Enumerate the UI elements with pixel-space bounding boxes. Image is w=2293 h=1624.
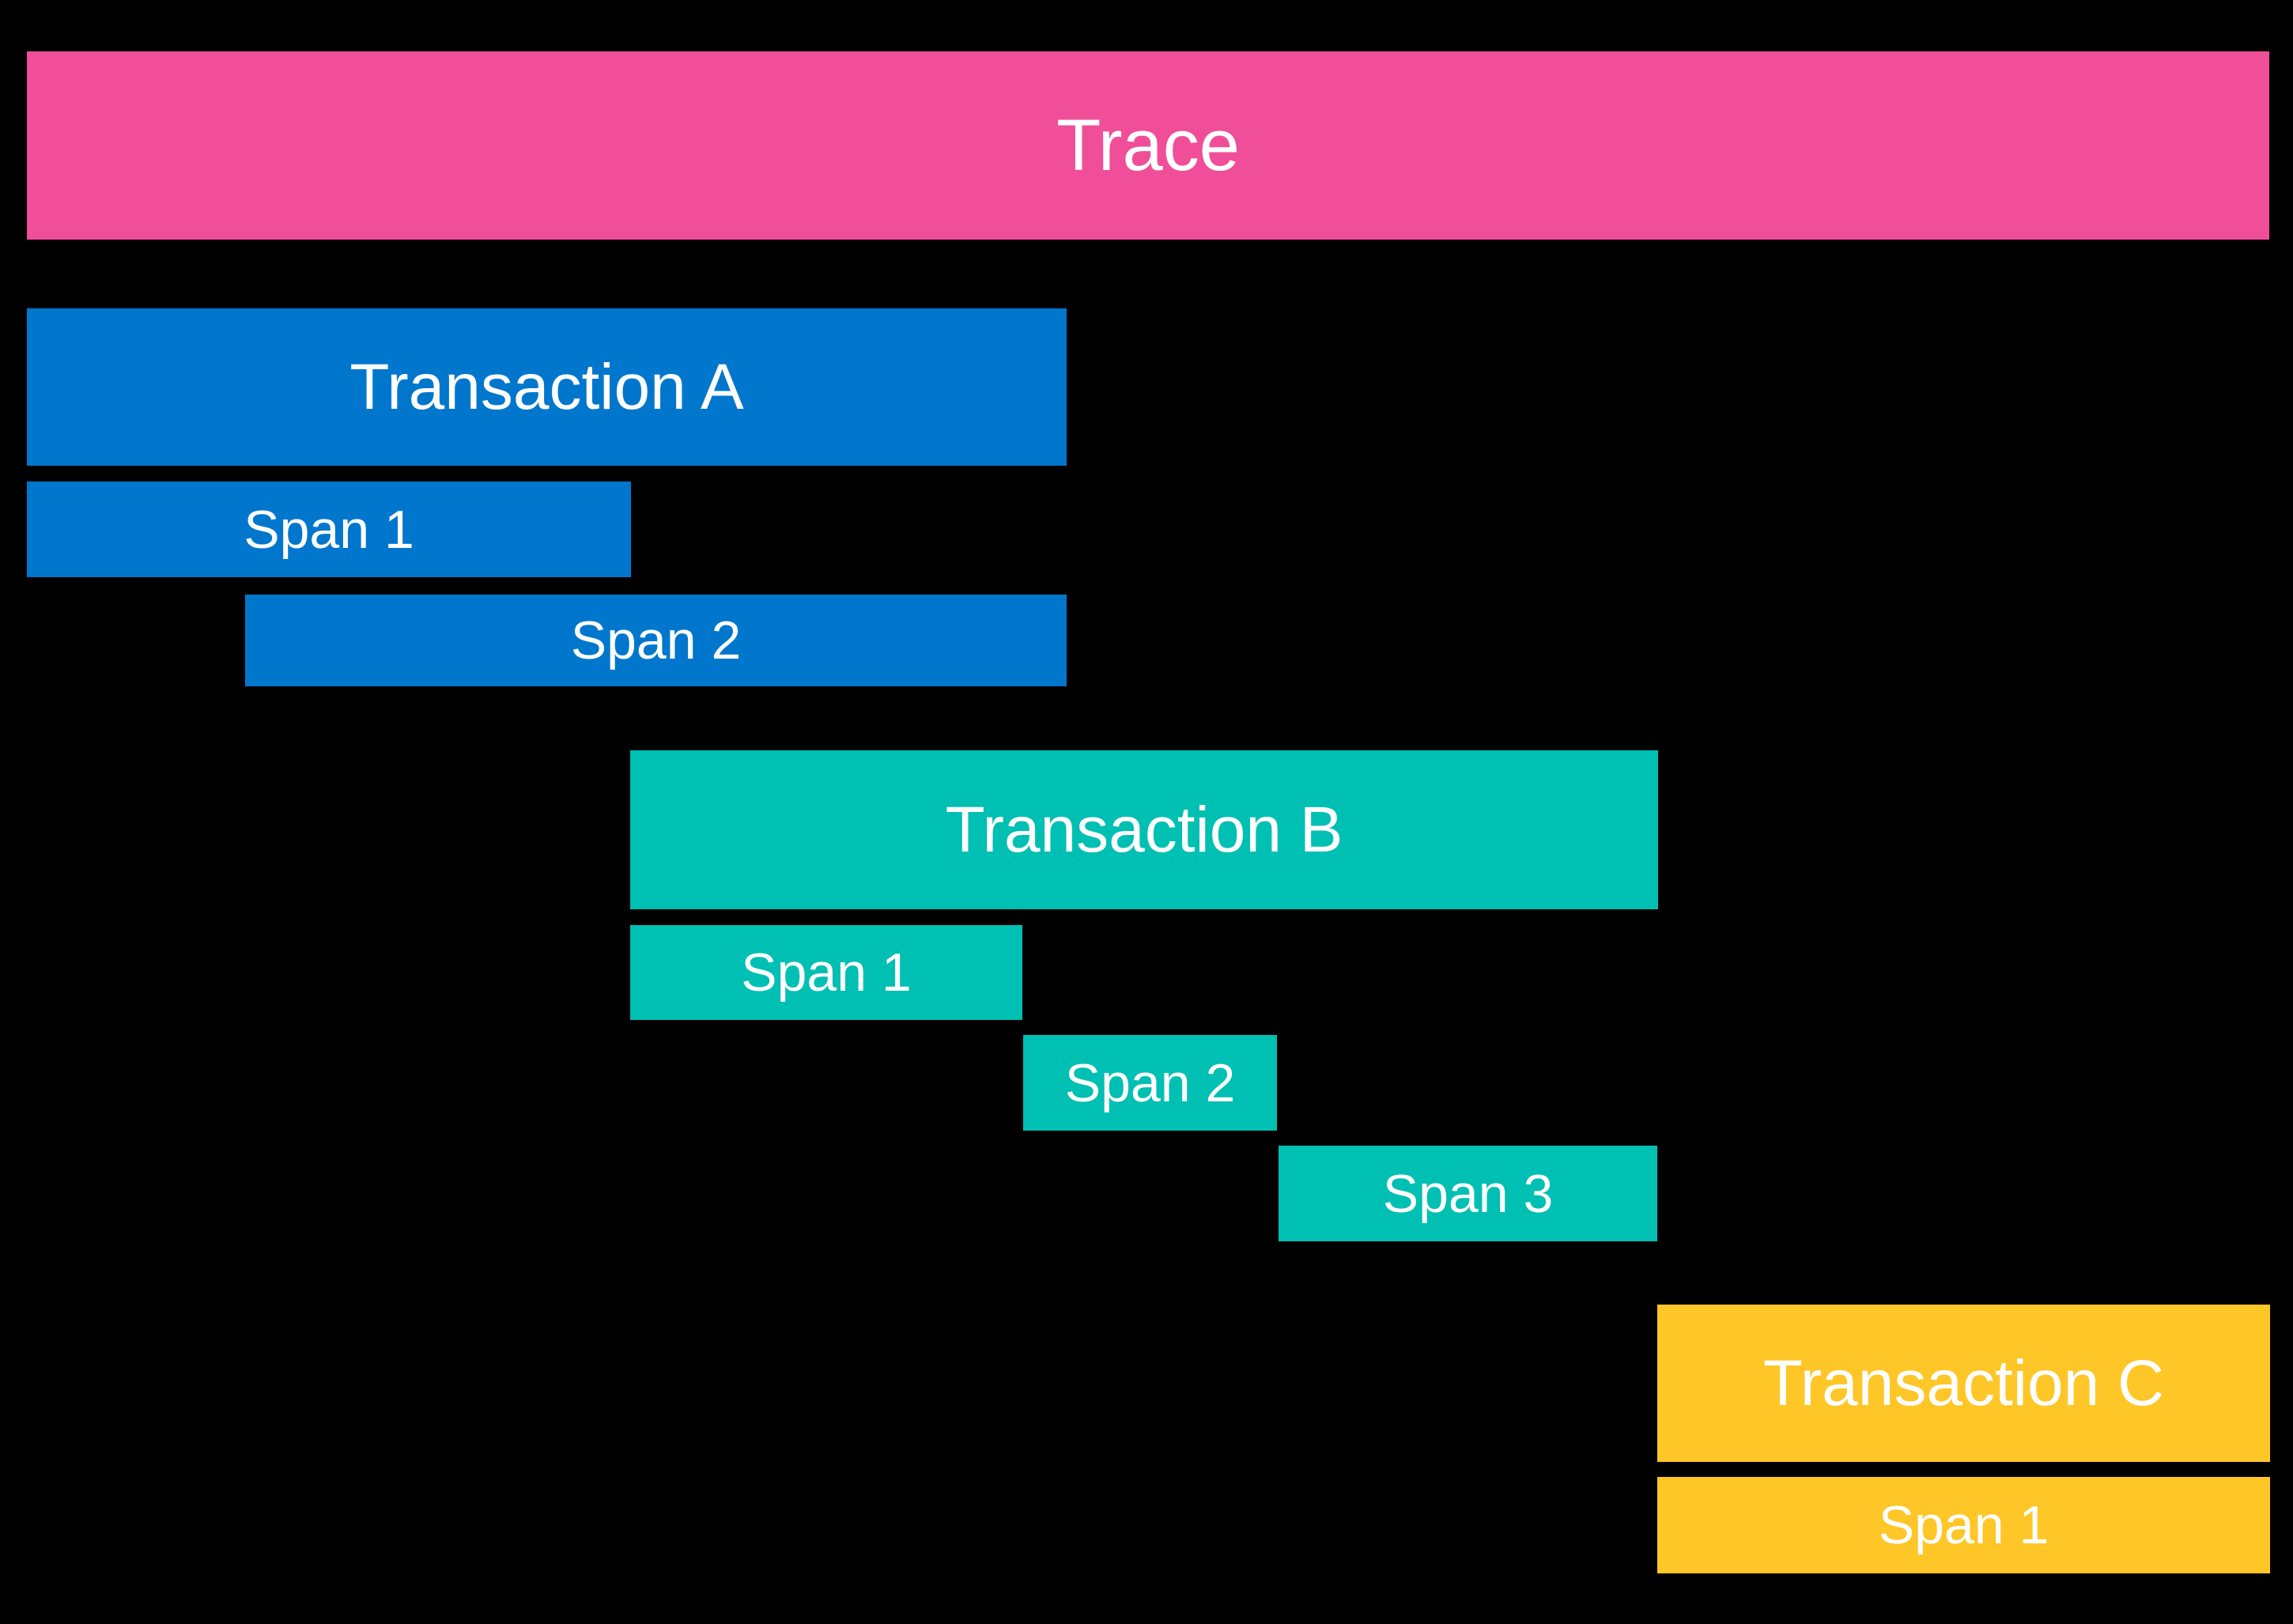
trace-bar[interactable]: Trace: [27, 51, 2269, 240]
transaction-c-label: Transaction C: [1762, 1346, 2165, 1419]
transaction-b-span-1-bar[interactable]: Span 1: [630, 925, 1022, 1020]
transaction-c-bar[interactable]: Transaction C: [1657, 1305, 2270, 1462]
transaction-a-span-1-label: Span 1: [244, 499, 414, 560]
transaction-a-label: Transaction A: [349, 350, 744, 423]
transaction-a-span-2-bar[interactable]: Span 2: [245, 595, 1067, 686]
transaction-b-span-3-bar[interactable]: Span 3: [1279, 1146, 1657, 1241]
transaction-a-span-2-label: Span 2: [570, 610, 742, 670]
transaction-b-span-2-bar[interactable]: Span 2: [1023, 1035, 1277, 1131]
transaction-b-span-3-label: Span 3: [1382, 1163, 1554, 1224]
transaction-b-span-2-label: Span 2: [1064, 1052, 1236, 1113]
transaction-c-span-1-bar[interactable]: Span 1: [1657, 1477, 2270, 1573]
transaction-b-label: Transaction B: [945, 793, 1343, 866]
transaction-a-span-1-bar[interactable]: Span 1: [27, 482, 631, 577]
trace-bar-label: Trace: [1056, 105, 1240, 186]
transaction-a-bar[interactable]: Transaction A: [27, 308, 1067, 466]
transaction-c-span-1-label: Span 1: [1878, 1495, 2049, 1555]
transaction-b-span-1-label: Span 1: [741, 942, 912, 1003]
transaction-b-bar[interactable]: Transaction B: [630, 750, 1658, 909]
